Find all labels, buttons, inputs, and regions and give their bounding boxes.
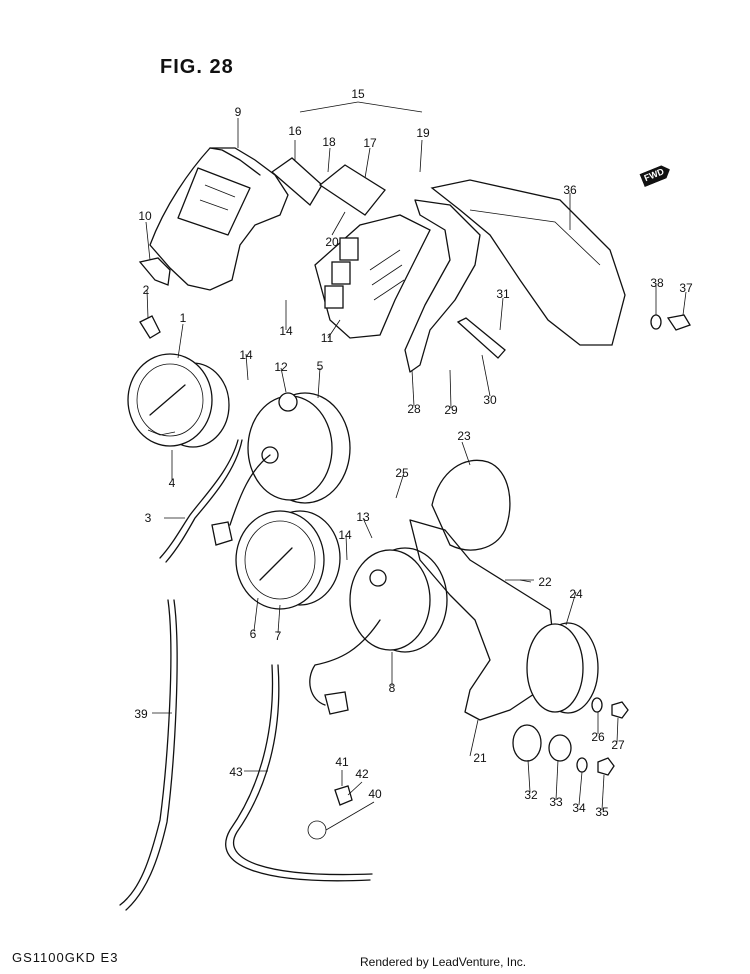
part-17-board	[318, 164, 386, 216]
callout-12: 12	[274, 360, 288, 374]
callout-8: 8	[388, 681, 396, 695]
callout-31: 31	[496, 287, 510, 301]
callout-9: 9	[234, 105, 242, 119]
part-43-tachometer-cable	[225, 664, 371, 882]
part-30-stay	[456, 317, 506, 359]
callout-6: 6	[249, 627, 257, 641]
part-36-upper-cover	[430, 179, 626, 346]
render-credit: Rendered by LeadVenture, Inc.	[360, 955, 527, 969]
callout-1: 1	[179, 311, 187, 325]
callout-41: 41	[335, 755, 349, 769]
callout-37: 37	[679, 281, 693, 295]
callout-14a: 14	[239, 348, 253, 362]
callout-36: 36	[563, 183, 577, 197]
callout-7: 7	[274, 629, 282, 643]
callout-24: 24	[569, 587, 583, 601]
callout-4: 4	[168, 476, 176, 490]
part-28-bracket	[404, 199, 481, 373]
part-38-washer	[650, 314, 662, 330]
callout-13: 13	[356, 510, 370, 524]
model-code: GS1100GKD E3	[12, 950, 119, 965]
callout-27: 27	[611, 738, 625, 752]
callout-43: 43	[229, 765, 243, 779]
part-5-case	[211, 392, 351, 546]
callout-18: 18	[322, 135, 336, 149]
callout-15: 15	[351, 87, 365, 101]
callout-10: 10	[138, 209, 152, 223]
callout-2: 2	[142, 283, 150, 297]
part-33-washer	[548, 734, 572, 762]
part-6-tachometer	[235, 510, 341, 610]
part-35-nut	[597, 757, 615, 776]
part-32-cushion	[512, 724, 542, 762]
callout-14b: 14	[279, 324, 293, 338]
callout-32: 32	[524, 788, 538, 802]
callout-39: 39	[134, 707, 148, 721]
callout-33: 33	[549, 795, 563, 809]
leader-lines	[145, 101, 687, 831]
callout-38: 38	[650, 276, 664, 290]
callout-21: 21	[473, 751, 487, 765]
part-40-cap-band	[307, 820, 327, 840]
part-27-nut	[611, 701, 629, 719]
callout-26: 26	[591, 730, 605, 744]
callout-35: 35	[595, 805, 609, 819]
part-10-clip	[138, 257, 171, 286]
part-9-meter-cover	[149, 147, 289, 291]
part-1-speedometer	[127, 353, 230, 448]
part-41-bolt	[334, 785, 353, 806]
callout-25: 25	[395, 466, 409, 480]
callout-17: 17	[363, 136, 377, 150]
callout-42: 42	[355, 767, 369, 781]
callout-30: 30	[483, 393, 497, 407]
callout-19: 19	[416, 126, 430, 140]
part-39-speedometer-cable	[119, 599, 172, 906]
callout-16: 16	[288, 124, 302, 138]
callout-28: 28	[407, 402, 421, 416]
part-8-case	[309, 547, 448, 715]
callout-29: 29	[444, 403, 458, 417]
figure-title: FIG. 28	[160, 56, 234, 78]
callout-5: 5	[316, 359, 324, 373]
part-34-washer	[576, 757, 588, 773]
part-37-bolt	[666, 314, 691, 331]
part-3-lamp-harness	[159, 439, 239, 559]
callout-22: 22	[538, 575, 552, 589]
part-24-ring	[526, 622, 599, 714]
part-21-meter-bracket	[409, 519, 556, 721]
part-11-indicator-housing	[314, 214, 431, 339]
callout-34: 34	[572, 801, 586, 815]
part-2-bulb	[139, 315, 161, 339]
callout-20: 20	[325, 235, 339, 249]
part-23-plate	[431, 459, 511, 551]
callout-11: 11	[320, 331, 334, 345]
callout-14c: 14	[338, 528, 352, 542]
callout-23: 23	[457, 429, 471, 443]
callout-40: 40	[368, 787, 382, 801]
callout-3: 3	[144, 511, 152, 525]
part-26-washer	[591, 697, 603, 713]
